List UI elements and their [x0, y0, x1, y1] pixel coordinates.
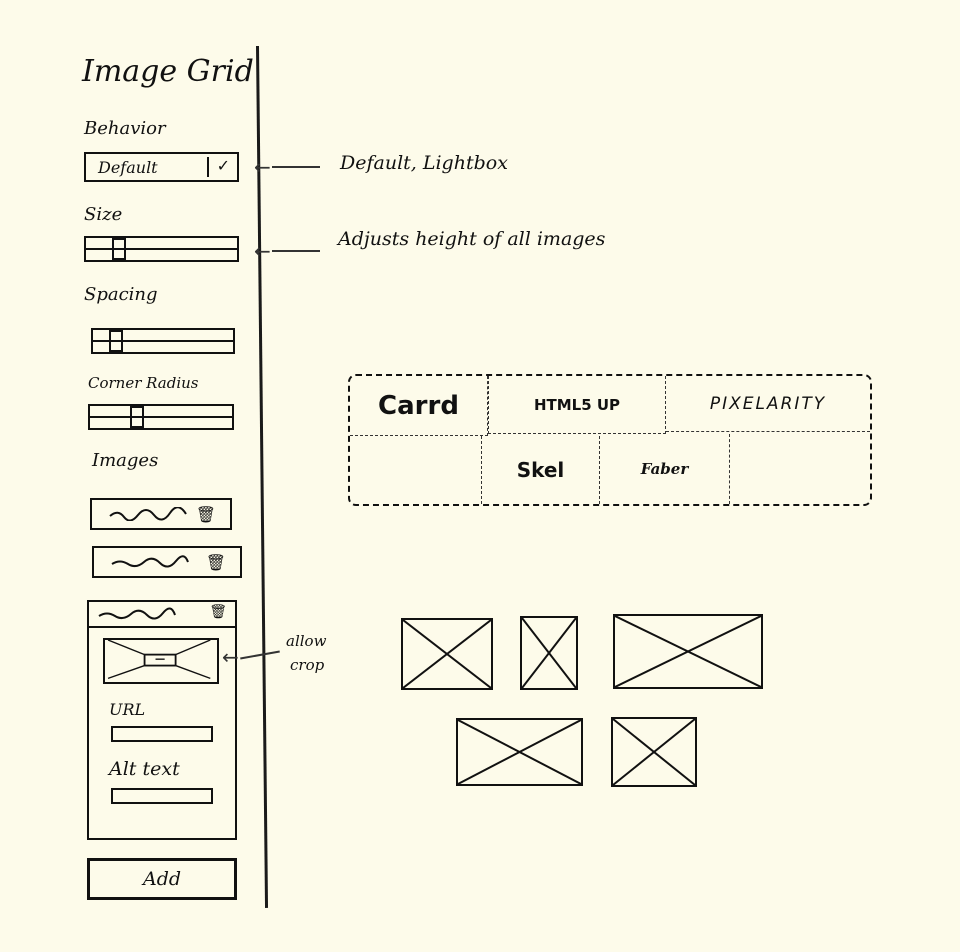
annotation-arrow-line	[272, 166, 320, 168]
url-label: URL	[109, 700, 146, 719]
image-placeholder[interactable]	[611, 717, 697, 787]
slider-track	[93, 340, 233, 342]
images-label: Images	[92, 450, 159, 471]
spacing-slider[interactable]	[91, 328, 235, 354]
image-placeholder-icon	[403, 620, 491, 688]
logo-faber: Faber	[640, 460, 689, 478]
arrow-left-icon: ←	[254, 155, 271, 179]
image-crop-preview[interactable]	[103, 638, 219, 684]
logo-skel: Skel	[516, 458, 565, 482]
annotation-arrow-line	[272, 250, 320, 252]
behavior-label: Behavior	[84, 118, 166, 139]
crop-annotation-line1: allow	[286, 632, 327, 650]
slider-thumb[interactable]	[112, 238, 126, 260]
logo-cell: Faber	[600, 434, 730, 504]
alt-text-label: Alt text	[109, 758, 180, 780]
image-editor-header[interactable]: 🗑	[89, 602, 235, 628]
image-name-placeholder	[109, 507, 187, 521]
trash-icon[interactable]: 🗑	[205, 553, 226, 572]
logo-html5up: HTML5 UP	[533, 395, 621, 414]
logo-cell: Skel	[482, 436, 600, 504]
select-separator	[207, 157, 209, 177]
arrow-left-icon: ←	[222, 645, 239, 669]
size-slider[interactable]	[84, 236, 239, 262]
image-placeholder[interactable]	[613, 614, 763, 689]
image-placeholder-icon	[615, 616, 761, 687]
logo-carrd: Carrd	[378, 390, 459, 421]
image-name-placeholder	[111, 555, 189, 568]
behavior-selected-value: Default	[98, 158, 158, 177]
image-list-item[interactable]: 🗑	[90, 498, 232, 530]
annotation-arrow-line	[240, 650, 280, 660]
image-name-placeholder	[98, 607, 176, 620]
size-label: Size	[84, 204, 123, 225]
size-annotation: Adjusts height of all images	[338, 228, 606, 250]
logo-cell	[350, 436, 482, 504]
image-placeholder[interactable]	[401, 618, 493, 690]
image-placeholder-icon	[613, 719, 695, 785]
logo-cell: PIXELARITY	[666, 376, 870, 432]
slider-thumb[interactable]	[130, 406, 144, 428]
image-placeholder[interactable]	[456, 718, 583, 786]
logo-pixelarity: PIXELARITY	[709, 393, 827, 414]
image-list-item[interactable]: 🗑	[92, 546, 242, 578]
corner-radius-label: Corner Radius	[88, 374, 199, 392]
chevron-down-icon: ✓	[216, 156, 230, 175]
spacing-label: Spacing	[84, 284, 158, 305]
crop-frame-graphic	[107, 639, 211, 679]
add-image-button[interactable]: Add	[87, 858, 237, 900]
logo-cell: HTML5 UP	[488, 376, 666, 434]
arrow-left-icon: ←	[254, 239, 271, 263]
image-editor-panel: 🗑 URL Alt text	[87, 600, 237, 840]
logo-grid: Carrd HTML5 UP PIXELARITY Skel Faber	[348, 374, 872, 506]
url-input[interactable]	[111, 726, 213, 742]
image-placeholder[interactable]	[520, 616, 578, 690]
image-placeholder-icon	[522, 618, 576, 688]
behavior-select[interactable]: Default ✓	[84, 152, 239, 182]
trash-icon[interactable]: 🗑	[209, 604, 227, 620]
image-placeholder-icon	[458, 720, 581, 784]
slider-thumb[interactable]	[109, 330, 123, 352]
logo-cell	[730, 434, 870, 504]
alt-text-input[interactable]	[111, 788, 213, 804]
panel-title: Image Grid	[82, 54, 254, 89]
logo-cell: Carrd	[350, 376, 488, 436]
trash-icon[interactable]: 🗑	[195, 505, 216, 524]
crop-annotation-line2: crop	[290, 656, 325, 674]
behavior-annotation: Default, Lightbox	[340, 152, 508, 174]
slider-track	[86, 248, 237, 250]
slider-track	[90, 416, 232, 418]
corner-radius-slider[interactable]	[88, 404, 234, 430]
